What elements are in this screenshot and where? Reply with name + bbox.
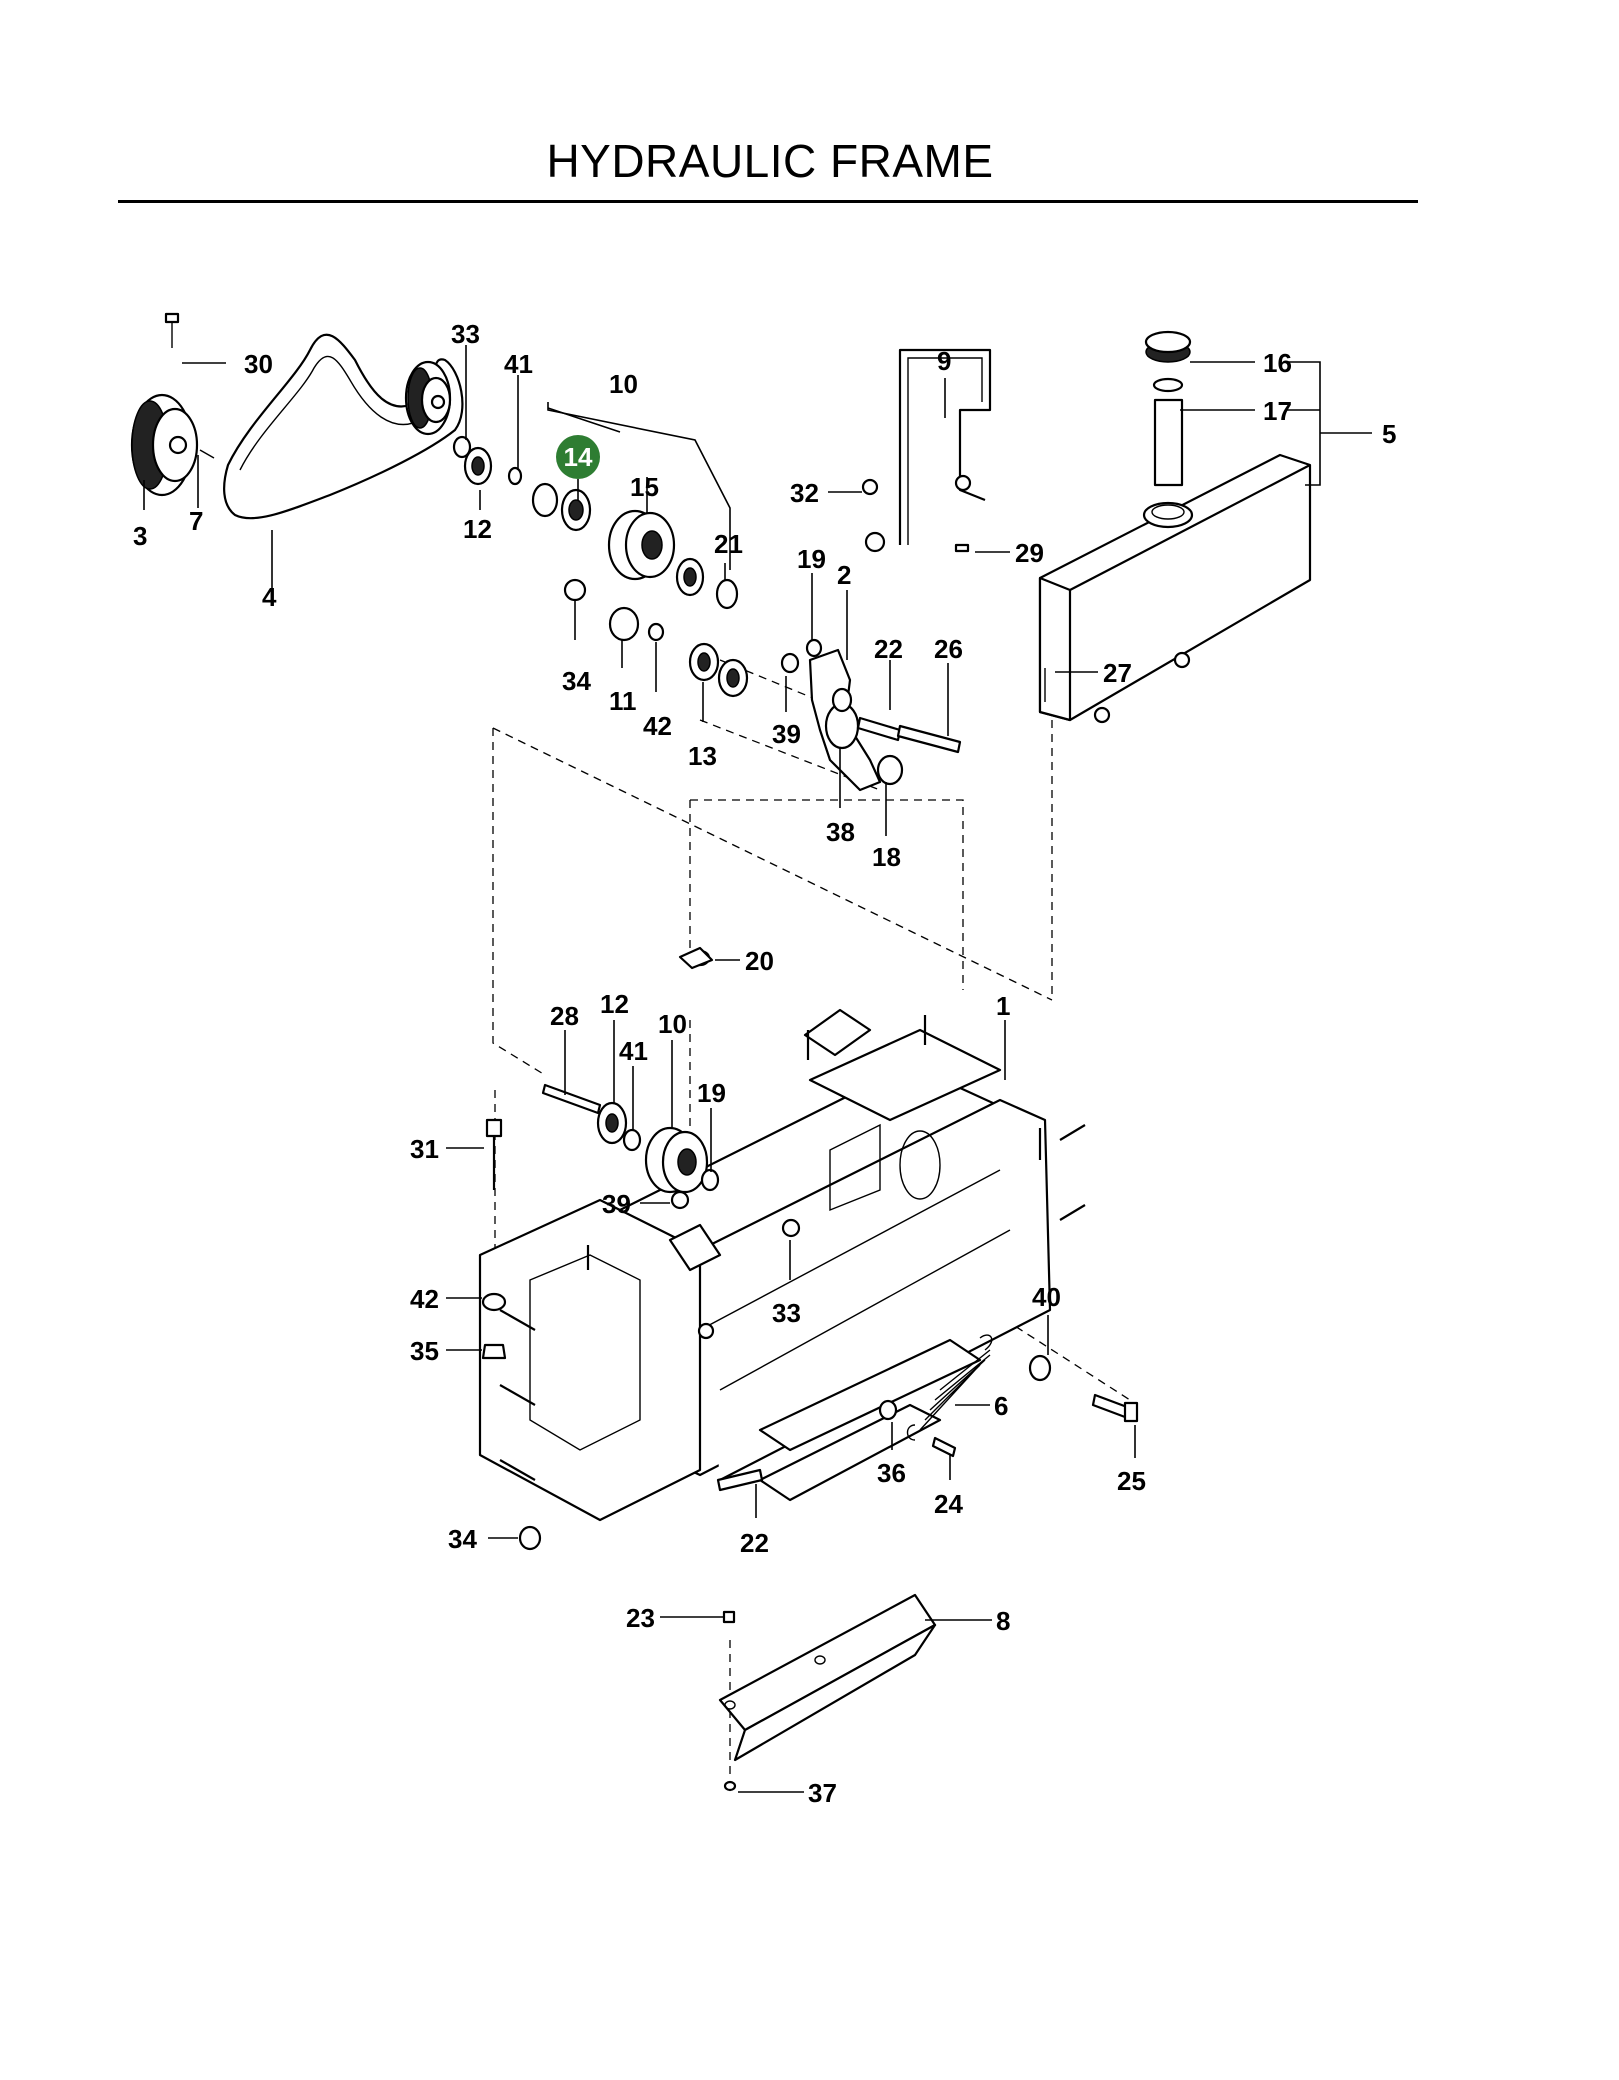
pulley-3 — [130, 393, 215, 497]
callout-41-frame[interactable]: 41 — [619, 1036, 648, 1066]
idler-assembly-frame — [541, 949, 720, 1210]
idler-assembly-top — [531, 482, 739, 610]
callout-19-frame[interactable]: 19 — [697, 1078, 726, 1108]
callout-29[interactable]: 29 — [1015, 538, 1044, 568]
callout-15[interactable]: 15 — [630, 472, 659, 502]
bolt-31-stack — [481, 1118, 507, 1360]
callout-7[interactable]: 7 — [189, 506, 203, 536]
callout-37[interactable]: 37 — [808, 1778, 837, 1808]
callout-34[interactable]: 34 — [562, 666, 591, 696]
callout-16[interactable]: 16 — [1263, 348, 1292, 378]
callout-20[interactable]: 20 — [745, 946, 774, 976]
bolt-30 — [164, 312, 180, 348]
callout-8[interactable]: 8 — [996, 1606, 1010, 1636]
rod-9 — [861, 348, 992, 553]
callout-22[interactable]: 22 — [874, 634, 903, 664]
callout-19[interactable]: 19 — [797, 544, 826, 574]
callout-1[interactable]: 1 — [996, 991, 1010, 1021]
callout-11[interactable]: 11 — [609, 686, 637, 716]
callout-31[interactable]: 31 — [410, 1134, 439, 1164]
bracket-20 — [678, 946, 714, 970]
callout-39[interactable]: 39 — [772, 719, 801, 749]
belt-pulley — [404, 360, 452, 436]
highlight-label: 14 — [564, 442, 593, 472]
callout-5[interactable]: 5 — [1382, 419, 1396, 449]
callout-30[interactable]: 30 — [244, 349, 273, 379]
callout-9[interactable]: 9 — [937, 346, 951, 376]
callout-26[interactable]: 26 — [934, 634, 963, 664]
callout-10[interactable]: 10 — [609, 369, 638, 399]
callout-4[interactable]: 4 — [262, 582, 277, 612]
callout-6[interactable]: 6 — [994, 1391, 1008, 1421]
main-frame-1 — [478, 1008, 1086, 1522]
highlight-badge-14[interactable]: 14 — [556, 435, 600, 500]
callout-23[interactable]: 23 — [626, 1603, 655, 1633]
callout-10-frame[interactable]: 10 — [658, 1009, 687, 1039]
callout-28[interactable]: 28 — [550, 1001, 579, 1031]
callout-34-frame[interactable]: 34 — [448, 1524, 477, 1554]
leader-lines — [143, 345, 1372, 1793]
tank-5 — [1038, 330, 1312, 724]
callout-3[interactable]: 3 — [133, 521, 147, 551]
callout-39-frame[interactable]: 39 — [602, 1189, 631, 1219]
idler-arm — [780, 638, 904, 792]
spring-6 — [906, 1334, 993, 1441]
bolts-22-26 — [856, 716, 962, 754]
callout-18[interactable]: 18 — [872, 842, 901, 872]
callout-42[interactable]: 42 — [643, 711, 672, 741]
callout-22-frame[interactable]: 22 — [740, 1528, 769, 1558]
callout-33[interactable]: 33 — [451, 319, 480, 349]
callout-42-frame[interactable]: 42 — [410, 1284, 439, 1314]
callout-21[interactable]: 21 — [714, 529, 743, 559]
callout-24[interactable]: 24 — [934, 1489, 963, 1519]
callout-25[interactable]: 25 — [1117, 1466, 1146, 1496]
callout-27[interactable]: 27 — [1103, 658, 1132, 688]
callout-36[interactable]: 36 — [877, 1458, 906, 1488]
callout-labels: 30 3 7 4 33 41 10 15 21 12 34 11 42 13 3… — [133, 319, 1396, 1808]
callout-2[interactable]: 2 — [837, 560, 851, 590]
callout-38[interactable]: 38 — [826, 817, 855, 847]
callout-17[interactable]: 17 — [1263, 396, 1292, 426]
callout-33-frame[interactable]: 33 — [772, 1298, 801, 1328]
callout-35[interactable]: 35 — [410, 1336, 439, 1366]
callout-13[interactable]: 13 — [688, 741, 717, 771]
plate-8 — [718, 1593, 937, 1792]
callout-32[interactable]: 32 — [790, 478, 819, 508]
nut-34-bolt-22 — [518, 1468, 764, 1551]
idler-lower-parts — [563, 578, 749, 698]
title-rule — [118, 200, 1418, 203]
callout-12-frame[interactable]: 12 — [600, 989, 629, 1019]
callout-40[interactable]: 40 — [1032, 1282, 1061, 1312]
hub-hardware — [452, 435, 523, 486]
washer-40-bolt-25 — [1028, 1354, 1139, 1423]
nut-36-bolt-24 — [878, 1399, 957, 1458]
page-title: HYDRAULIC FRAME — [546, 135, 994, 187]
callout-12[interactable]: 12 — [463, 514, 492, 544]
callout-41[interactable]: 41 — [504, 349, 533, 379]
